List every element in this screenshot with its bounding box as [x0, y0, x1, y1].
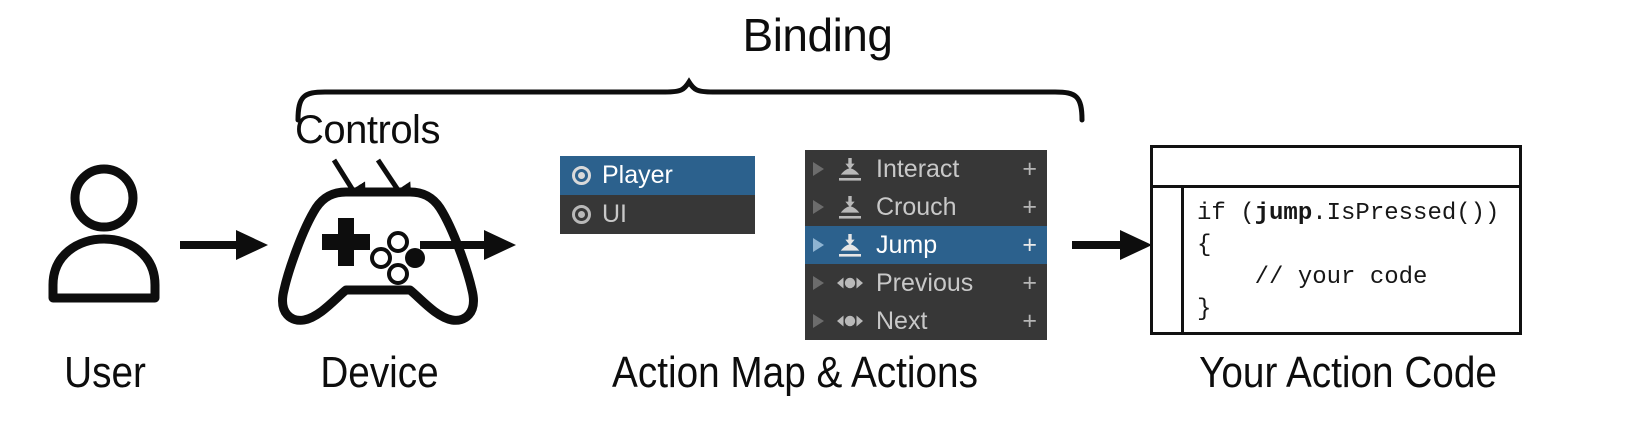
caption-user: User [64, 348, 146, 397]
action-row-label: Jump [876, 230, 938, 259]
action-row-label: Interact [876, 154, 960, 183]
action-map-panel[interactable]: Player UI [560, 156, 755, 234]
gamepad-icon [278, 187, 478, 325]
arrow-device-to-actions-icon [420, 230, 516, 260]
code-editor-body[interactable]: if (jump.IsPressed()) { // your code } [1153, 188, 1519, 335]
button-action-icon [839, 158, 861, 181]
caption-device: Device [320, 348, 439, 397]
action-row-crouch[interactable]: Crouch + [805, 188, 1047, 226]
action-row-next[interactable]: Next + [805, 302, 1047, 340]
axis-action-icon [837, 315, 863, 327]
code-line-4: } [1197, 295, 1212, 323]
action-row-interact[interactable]: Interact + [805, 150, 1047, 188]
code-window-titlebar [1153, 148, 1519, 188]
action-row-label: Next [876, 306, 928, 335]
expand-triangle-icon[interactable] [813, 162, 824, 176]
action-map-row-label: UI [602, 200, 627, 228]
action-map-row-player[interactable]: Player [560, 156, 755, 195]
add-binding-button[interactable]: + [1022, 230, 1037, 259]
expand-triangle-icon[interactable] [813, 314, 824, 328]
add-binding-button[interactable]: + [1022, 192, 1037, 221]
action-row-jump[interactable]: Jump + [805, 226, 1047, 264]
binding-brace-icon [295, 77, 1085, 123]
expand-triangle-icon[interactable] [813, 238, 824, 252]
code-line-3: // your code [1197, 263, 1428, 291]
code-editor-window[interactable]: if (jump.IsPressed()) { // your code } [1150, 145, 1522, 335]
caption-action-code: Your Action Code [1199, 348, 1497, 397]
arrow-actions-to-code-icon [1072, 230, 1152, 260]
code-gutter [1181, 188, 1184, 335]
button-action-icon [839, 234, 861, 257]
code-line-2: { [1197, 231, 1212, 259]
action-map-row-label: Player [602, 161, 673, 189]
add-binding-button[interactable]: + [1022, 268, 1037, 297]
caption-action-map: Action Map & Actions [612, 348, 978, 397]
binding-label: Binding [742, 9, 893, 61]
person-icon [48, 164, 160, 303]
code-text: if (jump.IsPressed()) { // your code } [1197, 198, 1515, 326]
action-row-previous[interactable]: Previous + [805, 264, 1047, 302]
code-line-1-post: .IsPressed()) [1312, 200, 1500, 227]
code-line-1-pre: if ( [1197, 200, 1255, 227]
expand-triangle-icon[interactable] [813, 276, 824, 290]
action-map-icon [572, 205, 591, 224]
actions-panel[interactable]: Interact + Crouch + Jump [805, 150, 1047, 340]
expand-triangle-icon[interactable] [813, 200, 824, 214]
controls-label: Controls [295, 108, 440, 152]
axis-action-icon [837, 277, 863, 289]
code-line-1-bold: jump [1254, 200, 1313, 227]
action-row-label: Crouch [876, 192, 957, 221]
action-row-label: Previous [876, 268, 974, 297]
action-map-icon [572, 166, 591, 185]
add-binding-button[interactable]: + [1022, 154, 1037, 183]
add-binding-button[interactable]: + [1022, 306, 1037, 335]
button-action-icon [839, 196, 861, 219]
arrow-user-to-device-icon [180, 230, 268, 260]
action-map-row-ui[interactable]: UI [560, 195, 755, 234]
